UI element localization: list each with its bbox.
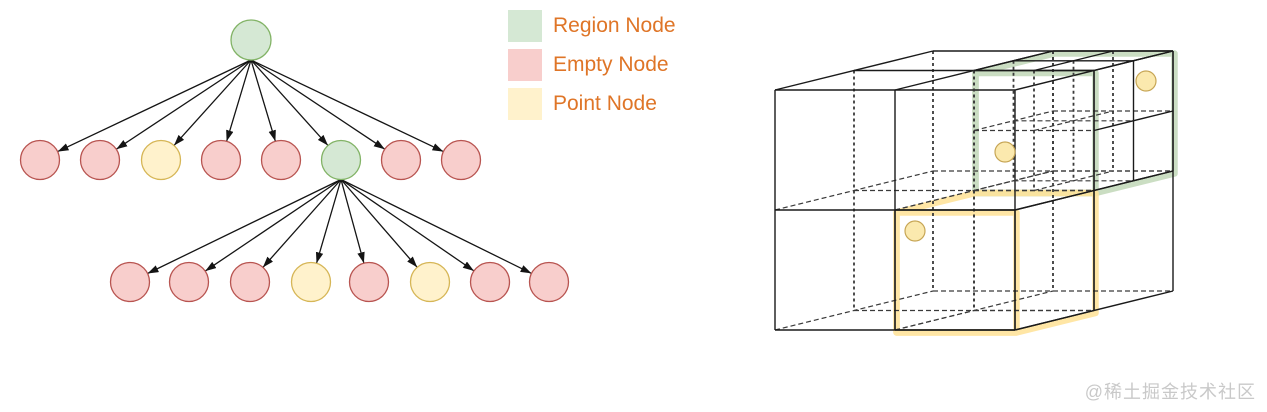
tree-layer xyxy=(19,19,570,303)
point-dot xyxy=(994,141,1016,163)
tree-level2-node-empty xyxy=(229,261,271,303)
tree-edge xyxy=(340,178,532,274)
point-node-swatch xyxy=(508,88,542,120)
legend-item-point-node: Point Node xyxy=(508,88,676,120)
region-node-label: Region Node xyxy=(553,14,676,37)
cube-layer xyxy=(774,50,1174,331)
tree-level2-node-empty xyxy=(469,261,511,303)
tree-edge xyxy=(262,179,342,268)
tree-edge xyxy=(204,178,342,272)
tree-edge xyxy=(250,59,277,142)
legend-item-region-node: Region Node xyxy=(508,10,676,42)
tree-edge xyxy=(57,59,252,153)
point-dot xyxy=(1135,70,1157,92)
tree-edge xyxy=(225,59,252,142)
tree-level1-node-empty xyxy=(440,139,482,181)
tree-level1-node-empty xyxy=(19,139,61,181)
tree-edge xyxy=(115,59,252,150)
tree-level1-node-region xyxy=(320,139,362,181)
tree-root-node-region xyxy=(230,19,272,61)
tree-level2-node-empty xyxy=(168,261,210,303)
tree-level1-node-empty xyxy=(79,139,121,181)
region-subcube-edge-centerD xyxy=(1033,110,1114,132)
empty-node-swatch xyxy=(508,49,542,81)
tree-edge xyxy=(340,179,365,264)
highlight-glow-layer xyxy=(893,50,1178,336)
point-subcube-glow xyxy=(893,189,1099,336)
tree-edge xyxy=(147,178,342,275)
point-subcube-edge-bottomLeft xyxy=(894,309,975,331)
empty-node-label: Empty Node xyxy=(553,53,669,76)
tree-level2-node-point xyxy=(409,261,451,303)
tree-level2-node-point xyxy=(290,261,332,303)
tree-level2-node-empty xyxy=(109,261,151,303)
tree-level2-node-empty xyxy=(528,261,570,303)
point-node-label: Point Node xyxy=(553,92,657,115)
tree-edge xyxy=(250,59,386,150)
tree-edge xyxy=(340,179,418,268)
point-subcube-edge-bottomRight xyxy=(1014,309,1095,331)
point-subcube-edge-topLeft xyxy=(894,189,975,211)
legend-item-empty-node: Empty Node xyxy=(508,49,676,81)
point-dot xyxy=(904,220,926,242)
legend: Region Node Empty Node Point Node xyxy=(508,10,676,127)
tree-edge xyxy=(340,178,475,272)
tree-level1-node-empty xyxy=(380,139,422,181)
point-subcube-glow-path xyxy=(893,209,1020,336)
tree-edge xyxy=(173,59,252,146)
region-node-swatch xyxy=(508,10,542,42)
tree-edge xyxy=(250,59,444,153)
tree-level2-node-empty xyxy=(348,261,390,303)
tree-level1-node-point xyxy=(140,139,182,181)
points-layer xyxy=(904,70,1157,242)
tree-level1-node-empty xyxy=(260,139,302,181)
watermark: @稀土掘金技术社区 xyxy=(1084,382,1256,402)
tree-edge xyxy=(315,179,342,264)
tree-level1-node-empty xyxy=(200,139,242,181)
point-subcube-edge-topRight xyxy=(1014,189,1095,211)
tree-edge xyxy=(250,59,329,146)
